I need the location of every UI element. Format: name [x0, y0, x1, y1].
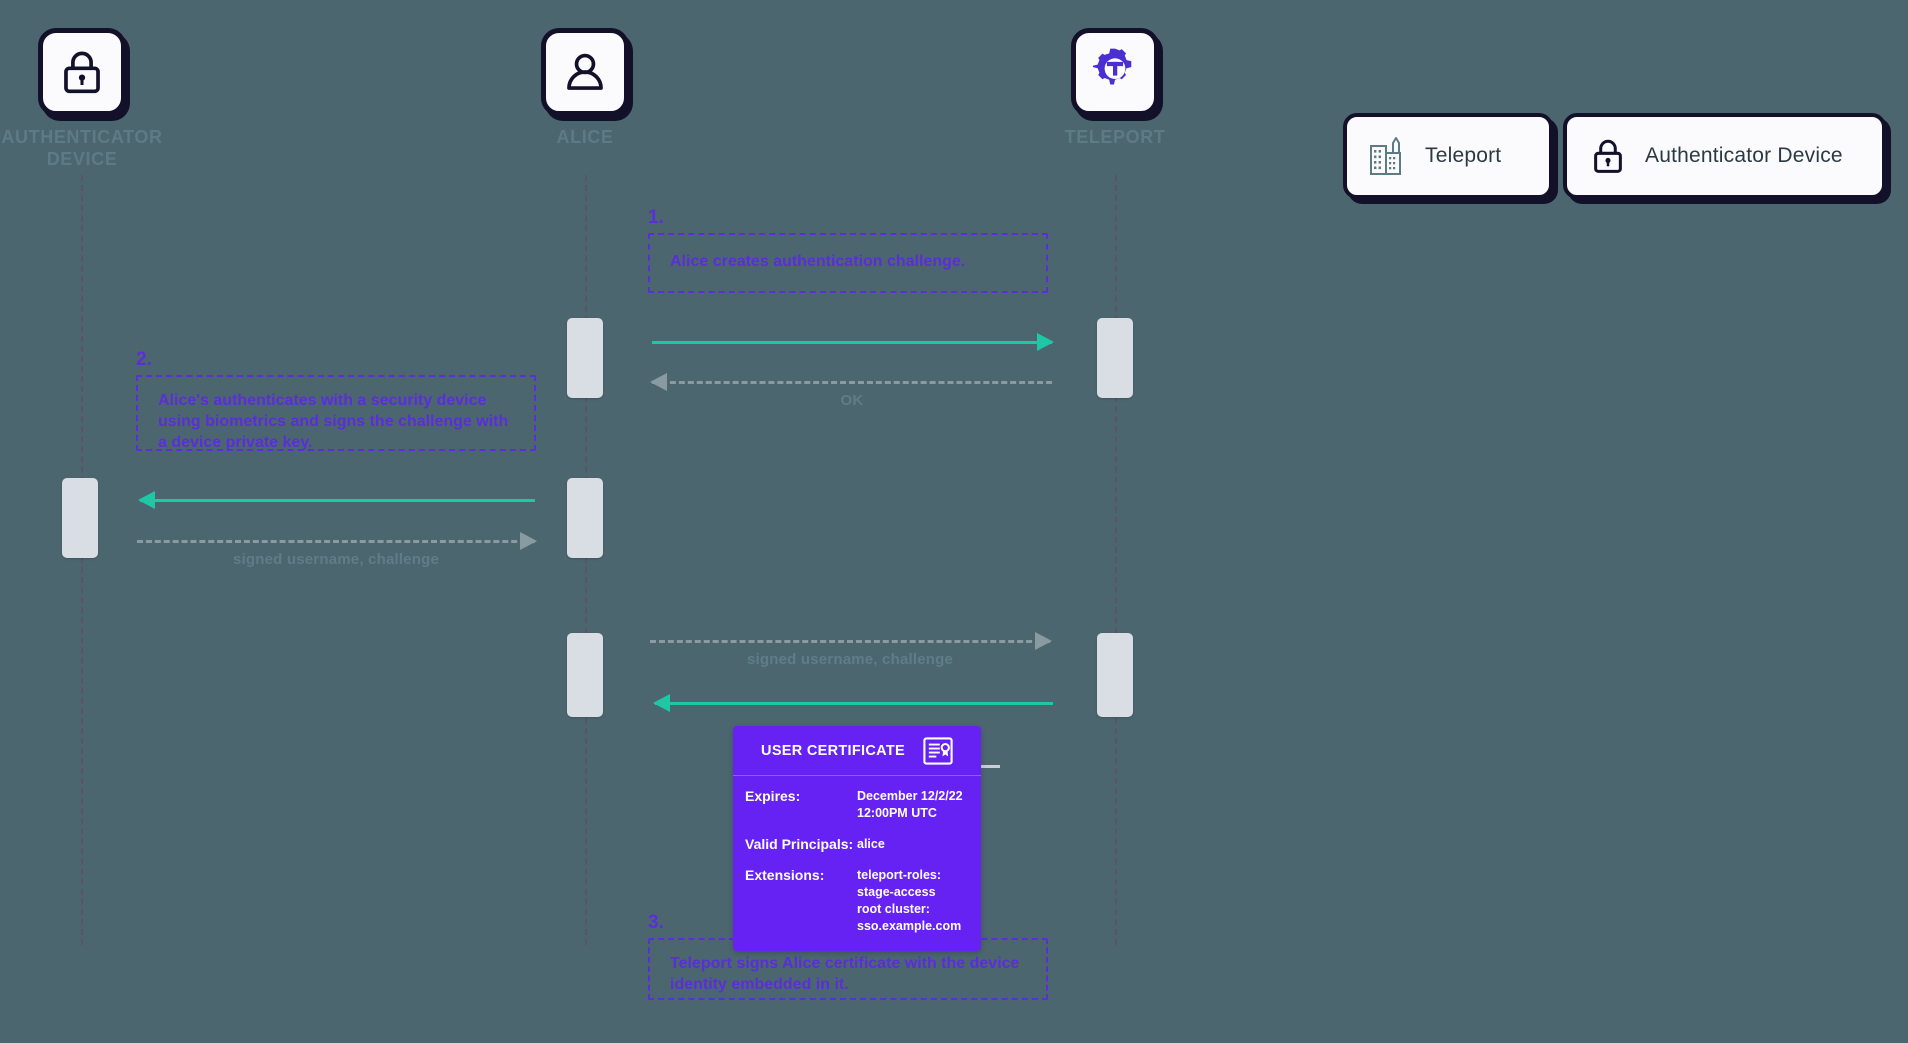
legend-teleport[interactable]: Teleport [1343, 113, 1553, 199]
arrowhead-right-icon [1037, 333, 1054, 351]
lock-icon [1589, 135, 1627, 177]
note-box: Alice's authenticates with a security de… [136, 375, 536, 451]
certificate-icon [923, 737, 953, 765]
actor-authenticator-device[interactable]: AUTHENTICATOR DEVICE [0, 28, 170, 171]
actor-teleport[interactable]: TELEPORT [1027, 28, 1203, 149]
lifeline-teleport [1115, 175, 1117, 945]
arrowhead-right-icon [1035, 632, 1052, 650]
certificate-body: Expires: December 12/2/22 12:00PM UTC Va… [733, 776, 981, 951]
note-3: 3. Teleport signs Alice certificate with… [648, 913, 1048, 1000]
message-line [650, 640, 1050, 643]
activation-teleport-2 [1097, 633, 1133, 717]
note-1: 1. Alice creates authentication challeng… [648, 208, 1048, 293]
message-label: signed username, challenge [746, 651, 954, 668]
certificate-connector [975, 765, 1000, 768]
certificate-title: USER CERTIFICATE [761, 743, 905, 759]
activation-alice-1 [567, 318, 603, 398]
arrowhead-right-icon [520, 532, 537, 550]
note-number: 1. [648, 207, 664, 228]
certificate-value: alice [857, 836, 885, 851]
certificate-row: Extensions: teleport-roles: stage-access… [733, 867, 981, 935]
actor-label-alice: ALICE [556, 127, 614, 147]
building-icon [1369, 136, 1407, 176]
note-2: 2. Alice's authenticates with a security… [136, 350, 536, 451]
message-label: OK [840, 392, 864, 409]
arrowhead-left-icon [650, 373, 667, 391]
legend-label: Teleport [1425, 144, 1502, 167]
user-icon [567, 53, 603, 90]
activation-alice-2 [567, 478, 603, 558]
note-number: 2. [136, 349, 152, 370]
actor-label-teleport: TELEPORT [1064, 127, 1166, 147]
certificate-row: Expires: December 12/2/22 12:00PM UTC [733, 788, 981, 836]
certificate-row: Valid Principals: alice [733, 836, 981, 868]
activation-authenticator-1 [62, 478, 98, 558]
actor-badge-teleport [1071, 28, 1159, 116]
actor-badge-alice [541, 28, 629, 116]
actor-badge-authenticator-device [38, 28, 126, 116]
note-text: Alice's authenticates with a security de… [158, 392, 509, 452]
message-line [137, 540, 535, 543]
certificate-header: USER CERTIFICATE [733, 726, 981, 776]
lock-icon [64, 51, 100, 94]
message-line [652, 381, 1052, 384]
note-text: Teleport signs Alice certificate with th… [670, 955, 1020, 994]
legend-label: Authenticator Device [1645, 144, 1843, 167]
lifeline-alice [585, 175, 587, 945]
legend-authenticator-device[interactable]: Authenticator Device [1563, 113, 1886, 199]
user-certificate-card[interactable]: USER CERTIFICATE Expires: December 12/2/… [733, 726, 981, 951]
lifeline-authenticator-device [81, 175, 83, 945]
certificate-key: Valid Principals: [745, 835, 854, 852]
teleport-gear-icon [1092, 48, 1132, 85]
note-number: 3. [648, 912, 664, 933]
message-label: signed username, challenge [232, 551, 440, 568]
certificate-key: Expires: [745, 788, 801, 804]
note-text: Alice creates authentication challenge. [670, 253, 966, 270]
arrowhead-left-icon [653, 694, 670, 712]
message-line [140, 499, 535, 502]
activation-alice-3 [567, 633, 603, 717]
message-line [655, 702, 1053, 705]
activation-teleport-1 [1097, 318, 1133, 398]
arrowhead-left-icon [138, 491, 155, 509]
certificate-value: teleport-roles: stage-access root cluste… [857, 868, 962, 933]
message-line [652, 341, 1052, 344]
actor-alice[interactable]: ALICE [497, 28, 673, 149]
actor-label-authenticator-device: AUTHENTICATOR DEVICE [1, 127, 163, 169]
certificate-key: Extensions: [745, 867, 825, 884]
certificate-value: December 12/2/22 12:00PM UTC [857, 789, 963, 820]
note-box: Alice creates authentication challenge. [648, 233, 1048, 293]
